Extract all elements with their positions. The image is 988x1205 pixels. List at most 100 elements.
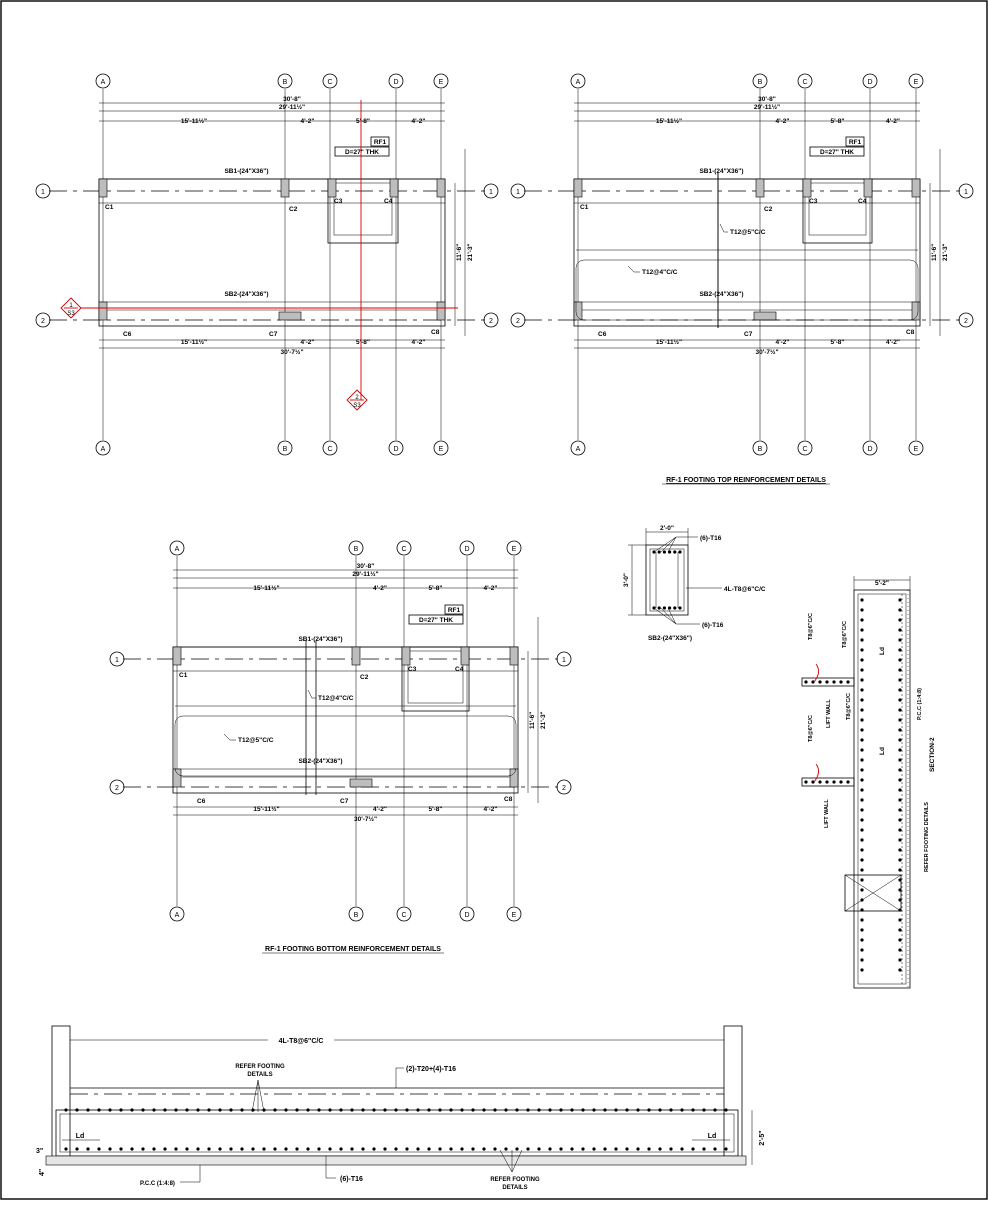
- column-C1: [98, 178, 108, 198]
- dim-span-bottom: 4'-2": [373, 806, 387, 813]
- rebar-dot-bottom: [361, 1147, 365, 1151]
- column-C3: [401, 646, 411, 666]
- rebar-dot: [804, 680, 808, 684]
- rebar-dot-bottom: [537, 1147, 541, 1151]
- column-label-C2: C2: [289, 206, 298, 213]
- rebar-dot: [860, 598, 864, 602]
- footing-tag-box: [444, 604, 464, 615]
- footing-outline: [98, 178, 446, 327]
- dim-span-bottom: 5'-8": [356, 339, 370, 346]
- rebar-top: [662, 550, 667, 554]
- rebar-dot: [898, 958, 902, 962]
- rebar-dot-top: [647, 1108, 651, 1112]
- rebar-dot-bottom: [559, 1147, 563, 1151]
- grid-label-2: 2: [115, 785, 119, 792]
- rebar-dot: [860, 638, 864, 642]
- rebar-dot: [860, 698, 864, 702]
- rebar-dot-bottom: [581, 1147, 585, 1151]
- rebar-dot-bottom: [383, 1147, 387, 1151]
- rebar-dot: [898, 748, 902, 752]
- rebar-dot: [898, 968, 902, 972]
- grid-label-E: E: [439, 446, 444, 453]
- rebar-dot-bottom: [130, 1147, 134, 1151]
- rebar-dot-bottom: [339, 1147, 343, 1151]
- dim-span-top: 5'-8": [830, 118, 844, 125]
- rebar-dot-bottom: [405, 1147, 409, 1151]
- rebar-dot: [832, 780, 836, 784]
- section-2-detail: 5'-2" T8@6"C/C T8@6"C/C T8@6"C/C T8@6"C/…: [801, 576, 936, 989]
- dim-span-top: 4'-2": [373, 585, 387, 592]
- lift-pit-outer: [802, 178, 873, 244]
- grid-bubble-B-top: [752, 73, 768, 89]
- dim-span-bottom: 4'-2": [300, 339, 314, 346]
- dim-span-top: 5'-8": [356, 118, 370, 125]
- dim-inner: 29'-11½": [279, 103, 305, 111]
- rebar-dot-top: [141, 1108, 145, 1112]
- rebar-dot: [898, 928, 902, 932]
- rebar-dot-bottom: [218, 1147, 222, 1151]
- grid-bubble-2-left: [510, 312, 526, 328]
- rebar-dot-bottom: [526, 1147, 530, 1151]
- rebar-dot-top: [350, 1108, 354, 1112]
- grid-bubble-D-top: [862, 73, 878, 89]
- dim-span-bottom: 5'-8": [428, 806, 442, 813]
- rebar-dot: [804, 780, 808, 784]
- rebar-dot: [860, 648, 864, 652]
- section2-refer: REFER FOOTING DETAILS: [924, 802, 930, 872]
- rebar-dot-top: [284, 1108, 288, 1112]
- section-1-detail: 4L-T8@6"C/C (2)-T20+(4)-T16 REFER FOOTIN…: [36, 1025, 766, 1191]
- rebar-dot: [846, 680, 850, 684]
- section1-refer-2a: REFER FOOTING: [490, 1177, 540, 1183]
- rebar-dot: [860, 808, 864, 812]
- rebar-dot: [860, 928, 864, 932]
- rebar-dot-bottom: [229, 1147, 233, 1151]
- rebar-dot-top: [229, 1108, 233, 1112]
- grid-label-2: 2: [41, 318, 45, 325]
- grid-bubble-2-right: [556, 779, 572, 795]
- grid-bubble-C-bottom: [396, 906, 412, 922]
- grid-label-C: C: [327, 446, 332, 453]
- grid-bubble-B-bottom: [752, 440, 768, 456]
- grid-bubble-B-bottom: [277, 440, 293, 456]
- rebar-top: [673, 550, 677, 554]
- rebar-dot: [860, 878, 864, 882]
- dim-span-top: 5'-8": [428, 585, 442, 592]
- footing-tag: RF1: [448, 607, 461, 614]
- rebar-dot-bottom: [592, 1147, 596, 1151]
- lift-wall-label-1: LIFT WALL: [826, 699, 832, 728]
- column-C2: [755, 178, 765, 198]
- rebar-dot: [898, 618, 902, 622]
- rebar-dot-bottom: [119, 1147, 123, 1151]
- rebar-dot-bottom: [449, 1147, 453, 1151]
- column-C8: [509, 768, 519, 788]
- rebar-dot: [860, 658, 864, 662]
- top-reinforcement-title: RF-1 FOOTING TOP REINFORCEMENT DETAILS: [666, 477, 826, 484]
- rebar-dot-top: [64, 1108, 68, 1112]
- grid-label-B: B: [758, 79, 763, 86]
- grid-bubble-A-top: [95, 73, 111, 89]
- rebar-dot: [898, 868, 902, 872]
- rebar-dot-top: [416, 1108, 420, 1112]
- beam-stirrups: 4L-T8@6"C/C: [724, 586, 766, 593]
- rebar-dot: [898, 828, 902, 832]
- rebar-dot: [818, 780, 822, 784]
- rebar-dot-top: [152, 1108, 156, 1112]
- rebar-dot: [860, 748, 864, 752]
- rebar-dot-top: [174, 1108, 178, 1112]
- grid-label-C: C: [802, 446, 807, 453]
- grid-label-D: D: [393, 79, 398, 86]
- section1-pcc: P.C.C (1:4:8): [140, 1181, 175, 1187]
- footing-tag: RF1: [374, 139, 387, 146]
- grid-bubble-D-top: [388, 73, 404, 89]
- rebar-dot-top: [603, 1108, 607, 1112]
- rebar-dot: [832, 680, 836, 684]
- grid-label-A: A: [576, 79, 581, 86]
- rebar-dot-top: [295, 1108, 299, 1112]
- beam-sb1-label: SB1-(24"X36"): [298, 636, 342, 643]
- column-label-C2: C2: [360, 674, 369, 681]
- rebar-dot-bottom: [75, 1147, 79, 1151]
- rebar-dot-bottom: [163, 1147, 167, 1151]
- beam-sb2-label: SB2-(24"X36"): [699, 291, 743, 298]
